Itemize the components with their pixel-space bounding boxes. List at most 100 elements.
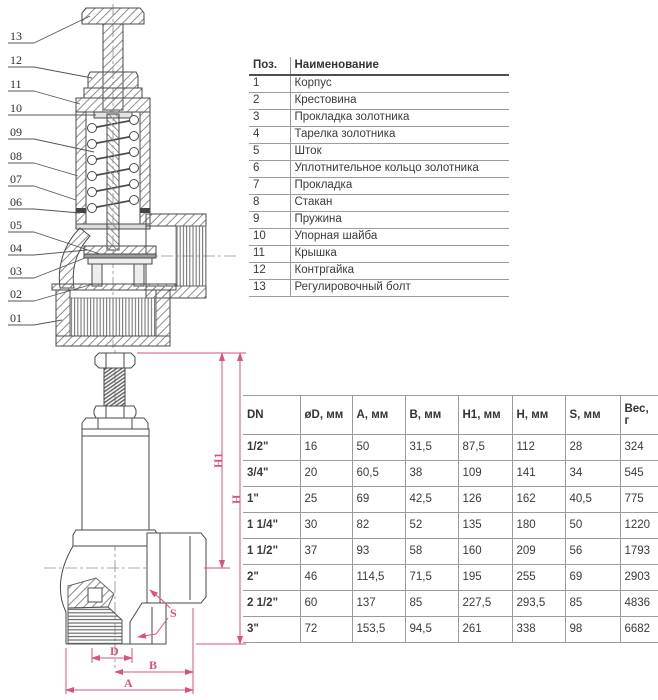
dim-label-h1: H1 — [211, 453, 225, 468]
column-header: S, мм — [564, 395, 620, 435]
table-cell: 31,5 — [404, 434, 458, 461]
table-cell: 56 — [564, 538, 620, 565]
valve-cross-section-diagram: 13 12 11 10 09 08 07 06 05 04 03 02 01 — [8, 4, 236, 348]
table-cell: 69 — [351, 486, 405, 513]
table-cell: 112 — [511, 434, 565, 461]
dim-label-h: H — [229, 494, 243, 504]
table-cell: 12 — [249, 262, 291, 280]
table-cell: 141 — [511, 460, 565, 487]
table-cell: 109 — [457, 460, 512, 487]
table-cell: 50 — [564, 512, 620, 539]
column-header: A, мм — [351, 395, 405, 435]
table-cell: 20 — [299, 460, 352, 487]
column-header: DN — [243, 395, 300, 435]
table-cell: 126 — [457, 486, 512, 513]
table-cell: 60,5 — [351, 460, 405, 487]
table-cell: 5 — [249, 143, 291, 161]
table-cell: 1 1/2" — [243, 538, 300, 565]
position-label: 11 — [10, 77, 22, 91]
table-cell: 261 — [457, 616, 512, 643]
table-cell: Корпус — [290, 75, 509, 93]
table-cell: 16 — [299, 434, 352, 461]
table-cell: 58 — [404, 538, 458, 565]
table-cell: 227,5 — [457, 590, 512, 617]
table-cell: Регулировочный болт — [290, 279, 509, 297]
table-cell: 775 — [619, 486, 658, 513]
table-cell: 135 — [457, 512, 512, 539]
table-cell: 87,5 — [457, 434, 512, 461]
table-cell: 13 — [249, 279, 291, 297]
table-cell: 4 — [249, 126, 291, 144]
table-cell: 6 — [249, 160, 291, 178]
table-cell: Стакан — [290, 194, 509, 212]
dim-label-a: A — [124, 676, 133, 690]
table-cell: 2 1/2" — [243, 590, 300, 617]
table-cell: 38 — [404, 460, 458, 487]
table-cell: 98 — [564, 616, 620, 643]
position-label: 06 — [10, 195, 22, 209]
table-cell: 30 — [299, 512, 352, 539]
table-cell: Пружина — [290, 211, 509, 229]
table-cell: 255 — [511, 564, 565, 591]
column-header: Поз. — [249, 57, 291, 76]
dim-label-d: D — [110, 644, 119, 658]
table-cell: 293,5 — [511, 590, 565, 617]
table-cell: 93 — [351, 538, 405, 565]
position-label: 04 — [10, 241, 22, 255]
table-cell: 85 — [564, 590, 620, 617]
position-label: 09 — [10, 125, 22, 139]
table-cell: 72 — [299, 616, 352, 643]
column-header: H1, мм — [457, 395, 512, 435]
table-cell: Тарелка золотника — [290, 126, 509, 144]
table-cell: 545 — [619, 460, 658, 487]
table-cell: 1" — [243, 486, 300, 513]
table-cell: 71,5 — [404, 564, 458, 591]
table-cell: 6682 — [619, 616, 658, 643]
table-cell: 82 — [351, 512, 405, 539]
table-cell: Прокладка — [290, 177, 509, 195]
table-cell: 10 — [249, 228, 291, 246]
table-cell: Крышка — [290, 245, 509, 263]
position-label: 03 — [10, 264, 22, 278]
table-cell: 50 — [351, 434, 405, 461]
table-cell: 162 — [511, 486, 565, 513]
position-label: 02 — [10, 287, 22, 301]
position-label: 07 — [10, 172, 22, 186]
position-label: 12 — [10, 53, 22, 67]
table-cell: 11 — [249, 245, 291, 263]
position-label: 01 — [10, 311, 22, 325]
table-cell: 94,5 — [404, 616, 458, 643]
table-cell: 8 — [249, 194, 291, 212]
table-cell: Уплотнительное кольцо золотника — [290, 160, 509, 178]
valve-dimension-drawing: H1 H S D B A — [44, 350, 246, 694]
column-header: Вес, г — [619, 395, 658, 435]
column-header: B, мм — [404, 395, 458, 435]
table-cell: 338 — [511, 616, 565, 643]
table-cell: 114,5 — [351, 564, 405, 591]
header-row: Поз.Наименование — [249, 57, 509, 76]
position-labels: 13 12 11 10 09 08 07 06 05 04 03 02 01 — [10, 29, 22, 325]
table-cell: 3/4" — [243, 460, 300, 487]
table-cell: 2" — [243, 564, 300, 591]
table-cell: 195 — [457, 564, 512, 591]
table-cell: 1 1/4" — [243, 512, 300, 539]
position-label: 13 — [10, 29, 22, 43]
dimension-labels: H1 H S D B A — [110, 453, 243, 690]
